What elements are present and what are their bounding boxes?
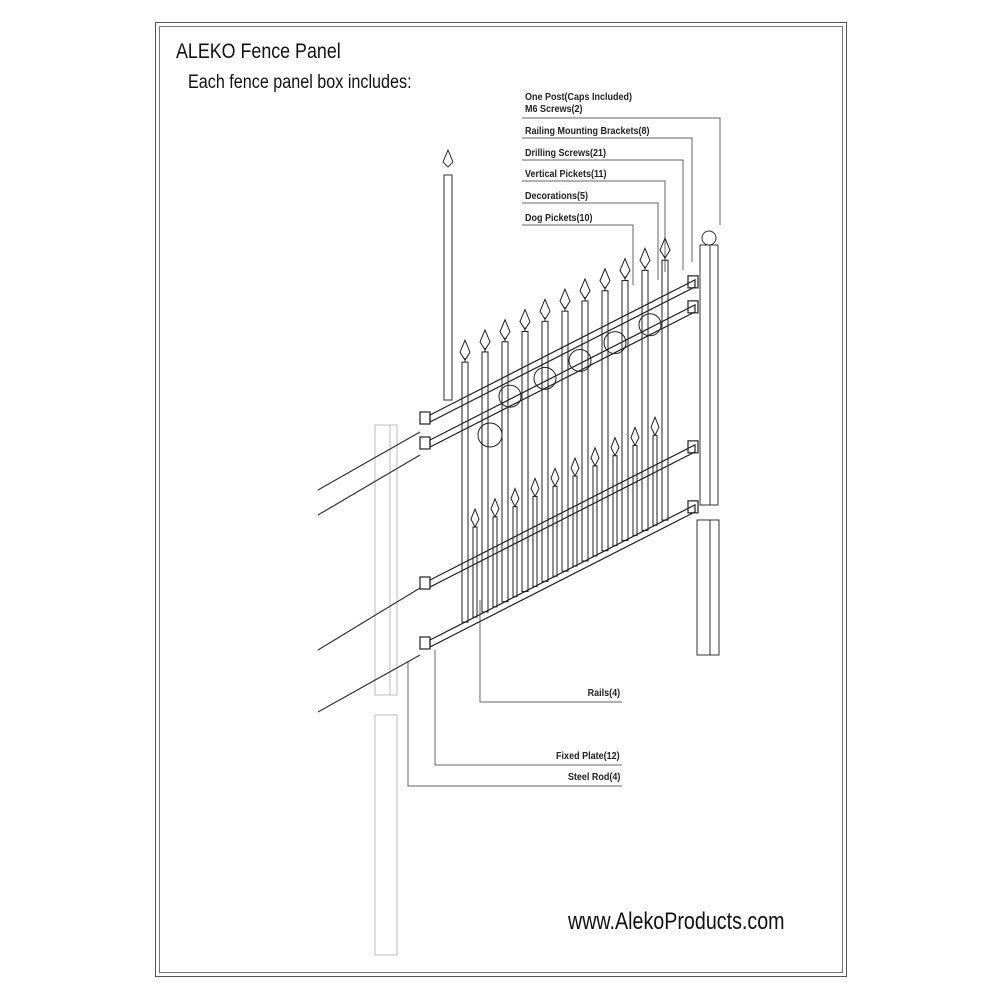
diagram-title: ALEKO Fence Panel [176, 40, 341, 63]
fixed-plate [419, 636, 431, 650]
fixed-plate [419, 576, 431, 590]
page-frame [155, 22, 847, 977]
picket-finial [619, 257, 631, 281]
part-label-drilling-screws: Drilling Screws(21) [525, 148, 607, 159]
dog-picket [592, 465, 598, 557]
part-label-fixed-plate: Fixed Plate(12) [556, 751, 620, 762]
dog-picket-finial [550, 466, 560, 488]
mounting-bracket [687, 500, 699, 514]
vertical-picket [661, 259, 669, 521]
mounting-bracket [687, 300, 699, 314]
part-label-vertical-pickets: Vertical Pickets(11) [525, 169, 607, 180]
part-label-brackets: Railing Mounting Brackets(8) [525, 126, 650, 137]
decoration-scroll [498, 384, 522, 408]
dog-picket [652, 434, 658, 526]
mounting-bracket [687, 440, 699, 454]
pickets [459, 236, 671, 623]
decoration-scroll [603, 331, 627, 355]
decoration-scroll [638, 313, 662, 337]
part-label-steel-rod: Steel Rod(4) [567, 772, 620, 783]
part-label-post: One Post(Caps Included) [525, 92, 633, 103]
leader-lines [407, 117, 721, 787]
picket-finial [599, 267, 611, 291]
part-label-m6-screws: M6 Screws(2) [525, 104, 583, 115]
fence-post [696, 230, 720, 656]
part-label-decorations: Decorations(5) [525, 191, 589, 202]
picket-finial [499, 318, 511, 342]
dog-picket [632, 444, 638, 536]
vertical-picket [641, 269, 649, 531]
dog-picket-finial [610, 436, 620, 457]
decoration-scroll [477, 422, 503, 448]
picket-finial [459, 338, 471, 363]
dog-picket-finial [510, 487, 520, 508]
dog-picket-finial [590, 446, 600, 467]
diagram-subtitle: Each fence panel box includes: [188, 72, 412, 93]
dog-picket-finial [570, 456, 580, 478]
vertical-picket [601, 290, 609, 552]
picket-finial [559, 287, 571, 312]
vertical-picket [621, 280, 629, 542]
picket-finial [659, 236, 671, 261]
loose-picket [442, 148, 454, 401]
dog-picket [472, 526, 478, 618]
vertical-picket [561, 310, 569, 572]
fixed-plate [419, 411, 431, 425]
part-label-dog-pickets: Dog Pickets(10) [525, 213, 593, 224]
dog-picket [532, 495, 538, 587]
steel-rods [317, 431, 421, 713]
picket-finial [579, 277, 591, 301]
dog-picket [512, 506, 518, 598]
dog-picket [492, 516, 498, 608]
dog-picket-finial [490, 497, 500, 518]
picket-finial [479, 328, 491, 352]
page-frame-inner [159, 26, 843, 973]
picket-finial [639, 247, 651, 271]
ghost-post [374, 424, 398, 956]
picket-finial [519, 308, 531, 332]
vertical-picket [541, 320, 549, 582]
dog-picket-finial [650, 415, 660, 437]
dog-picket-finial [470, 507, 480, 529]
mounting-bracket [687, 275, 699, 289]
dog-picket [572, 475, 578, 567]
part-label-rails: Rails(4) [587, 688, 620, 699]
dog-picket [612, 455, 618, 547]
vertical-picket [521, 331, 529, 593]
vertical-picket [501, 341, 509, 603]
dog-picket-finial [630, 426, 640, 447]
picket-finial [539, 298, 551, 322]
vertical-picket [581, 300, 589, 562]
decoration-scroll [568, 349, 592, 372]
vertical-picket [481, 351, 489, 613]
fixed-plate [419, 436, 431, 450]
vertical-picket [461, 361, 469, 623]
website-url: www.AlekoProducts.com [568, 908, 785, 935]
dog-picket-finial [530, 477, 540, 498]
decoration-scroll [533, 366, 557, 390]
dog-picket [552, 485, 558, 577]
